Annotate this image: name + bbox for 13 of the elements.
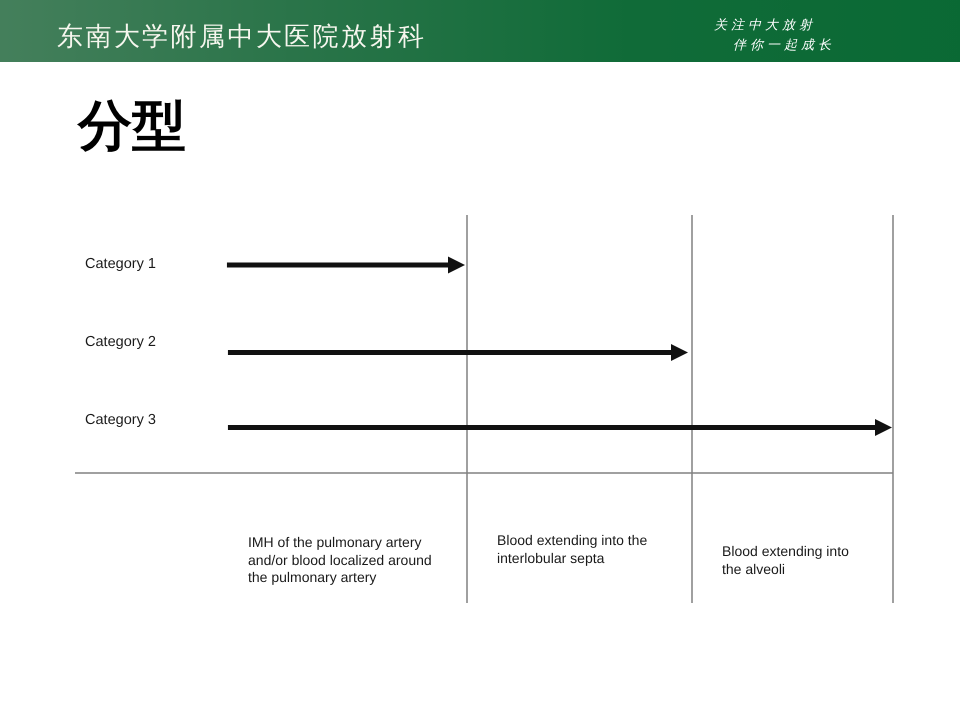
category-label: Category 3	[85, 412, 156, 429]
category-label: Category 2	[85, 334, 156, 351]
category-label: Category 1	[85, 256, 156, 273]
slogan-text: 伴你一起成长	[733, 37, 835, 54]
column-description: Blood extending into the interlobular septa	[497, 532, 648, 567]
column-description: Blood extending into the alveoli	[722, 543, 850, 578]
column-description: IMH of the pulmonary artery and/or blood localized around the pulmonary artery	[248, 534, 433, 586]
header-title: 东南大学附属中大医院放射科	[57, 21, 426, 53]
slogan-text: 关注中大放射	[714, 17, 816, 34]
arrow	[226, 256, 465, 274]
slide-title: 分型	[78, 96, 186, 156]
arrow	[228, 344, 688, 361]
arrow	[228, 419, 892, 436]
